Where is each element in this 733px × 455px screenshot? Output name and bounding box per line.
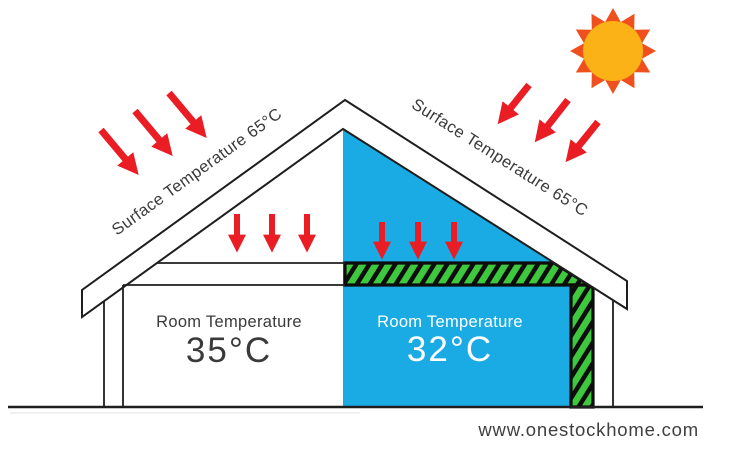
sun-ray-arrow: [166, 90, 207, 138]
left-room-temperature-label: Room Temperature: [156, 313, 302, 331]
sun-ray-arrow: [98, 127, 139, 175]
sunlight-arrows-left: [98, 90, 207, 175]
left-room-temperature-value: 35°C: [186, 331, 272, 370]
sunlight-arrows-right: [497, 82, 601, 163]
sun-ray-arrow: [497, 82, 532, 125]
heat-arrows-right-room: [373, 222, 463, 260]
sun-ray-arrow: [534, 97, 571, 143]
sun-core: [583, 21, 643, 81]
sun-icon: [570, 8, 656, 94]
ceiling-insulation-batt: [343, 261, 595, 287]
sun-ray-arrow: [132, 108, 173, 156]
wall-insulation-batt: [569, 283, 595, 409]
watermark-text: www.onestockhome.com: [477, 419, 699, 440]
roof-panel: [81, 98, 628, 319]
heat-arrows-left-room: [228, 214, 316, 253]
right-room-temperature-label: Room Temperature: [377, 313, 523, 331]
sun-ray-arrow: [565, 119, 601, 163]
right-room-temperature-value: 32°C: [407, 330, 493, 369]
